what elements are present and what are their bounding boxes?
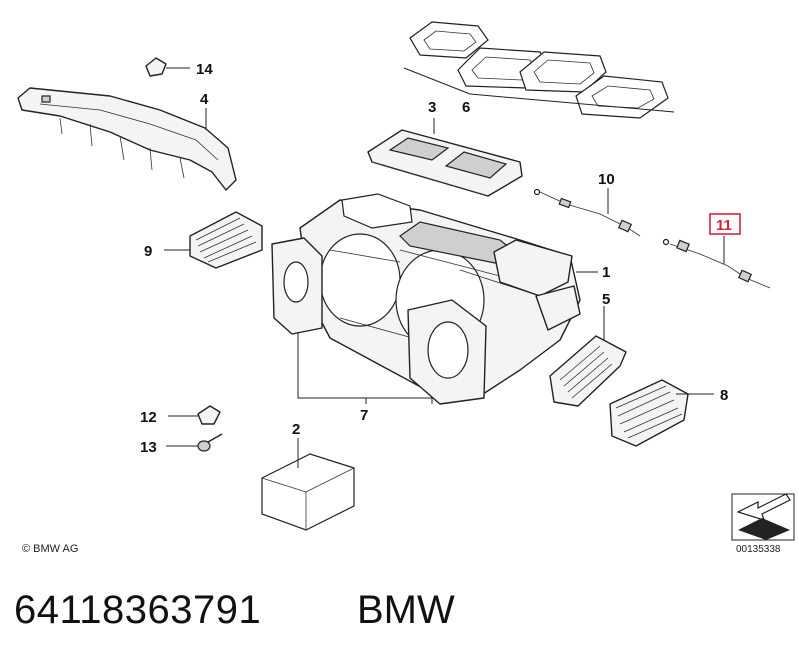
- part-5-grille: [549, 306, 627, 407]
- callout-4: 4: [200, 91, 209, 108]
- callout-7: 7: [360, 407, 368, 424]
- callout-10: 10: [598, 171, 615, 188]
- parts-diagram: 14 4 3 6 10 11 9 1 5 8 7 12 13 2 © BMW A…: [17, 21, 795, 555]
- arrow-icon: [736, 493, 791, 540]
- image-number: 00135338: [736, 544, 781, 555]
- part-9-corrugated-duct: [189, 211, 263, 269]
- part-2-filter-box: [261, 438, 355, 531]
- part-7-side-flanges: [271, 237, 487, 405]
- brand-name: BMW: [357, 588, 455, 632]
- callout-2: 2: [292, 421, 300, 438]
- part-14-clip: [145, 57, 190, 77]
- part-12-clip: [168, 405, 221, 425]
- part-11-cable: [662, 236, 771, 289]
- callout-11-highlight: 11: [709, 213, 741, 235]
- callout-5: 5: [602, 291, 610, 308]
- part-8-corrugated-duct: [609, 379, 689, 447]
- part-number: 64118363791: [14, 588, 262, 632]
- copyright-text: © BMW AG: [22, 543, 78, 555]
- callout-11: 11: [716, 217, 732, 234]
- callout-9: 9: [144, 243, 152, 260]
- callout-1: 1: [602, 264, 610, 281]
- callout-13: 13: [140, 439, 157, 456]
- part-6-gasket-set: [403, 21, 675, 119]
- callout-8: 8: [720, 387, 728, 404]
- part-13-screw: [166, 433, 223, 452]
- part-4-duct-cover: [17, 87, 237, 191]
- callout-12: 12: [140, 409, 157, 426]
- callout-6: 6: [462, 99, 470, 116]
- part-10-cable: [533, 188, 641, 237]
- part-3-filter-housing: [367, 129, 523, 197]
- image-reference-box: 00135338: [731, 493, 795, 555]
- callout-3: 3: [428, 99, 436, 116]
- callout-14: 14: [196, 61, 213, 78]
